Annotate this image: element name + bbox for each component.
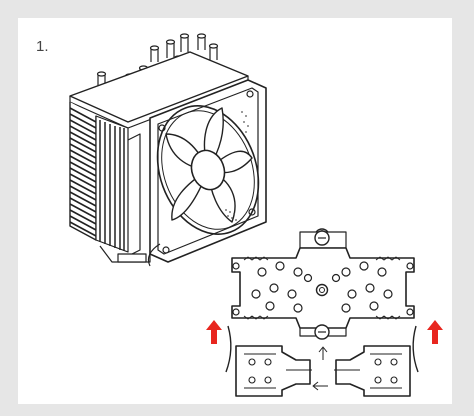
cpu-cooler-illustration-icon: [69, 33, 267, 267]
red-up-arrow-right-icon: [427, 320, 443, 344]
mounting-bracket-illustration-icon: [225, 228, 419, 397]
red-up-arrow-left-icon: [206, 320, 222, 344]
step-number: 1.: [36, 38, 49, 55]
